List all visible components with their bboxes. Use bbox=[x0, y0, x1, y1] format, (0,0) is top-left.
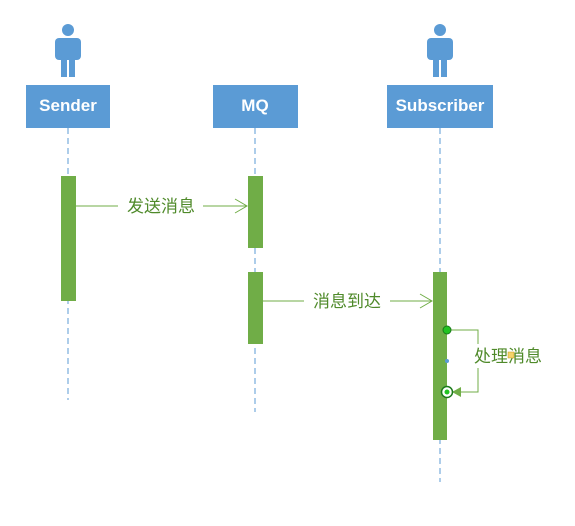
actor-label-sender: Sender bbox=[39, 96, 97, 115]
activation-bar-subscriber bbox=[433, 272, 447, 440]
message-label: 发送消息 bbox=[127, 197, 195, 217]
activation-bar-sender bbox=[61, 176, 76, 301]
message-send[interactable]: 发送消息 bbox=[76, 197, 248, 217]
message-label: 消息到达 bbox=[313, 292, 381, 312]
person-icon bbox=[55, 24, 81, 77]
actor-label-mq: MQ bbox=[241, 96, 268, 115]
self-message-line bbox=[447, 329, 479, 344]
message-arrive[interactable]: 消息到达 bbox=[263, 292, 433, 312]
activation-bar-mq-2 bbox=[248, 272, 263, 344]
text-handle-icon[interactable] bbox=[507, 351, 515, 359]
actor-label-subscriber: Subscriber bbox=[396, 96, 485, 115]
actor-mq[interactable]: MQ bbox=[213, 85, 298, 412]
actor-box-mq[interactable] bbox=[213, 85, 298, 128]
arrowhead-icon bbox=[419, 293, 433, 309]
actor-box-sender[interactable] bbox=[26, 85, 110, 128]
connection-handle-icon bbox=[444, 389, 450, 395]
person-icon bbox=[427, 24, 453, 77]
actor-sender[interactable]: Sender bbox=[26, 24, 110, 400]
arrowhead-icon bbox=[452, 387, 461, 397]
actor-box-subscriber[interactable] bbox=[387, 85, 493, 128]
self-message-line bbox=[455, 368, 479, 393]
connection-handle-icon[interactable] bbox=[442, 325, 452, 335]
arrowhead-icon bbox=[234, 198, 248, 214]
activation-bar-mq-1 bbox=[248, 176, 263, 248]
midpoint-handle-icon[interactable] bbox=[445, 359, 449, 363]
actor-subscriber[interactable]: Subscriber bbox=[387, 24, 493, 482]
message-self-process[interactable]: 处理消息 bbox=[440, 325, 543, 399]
